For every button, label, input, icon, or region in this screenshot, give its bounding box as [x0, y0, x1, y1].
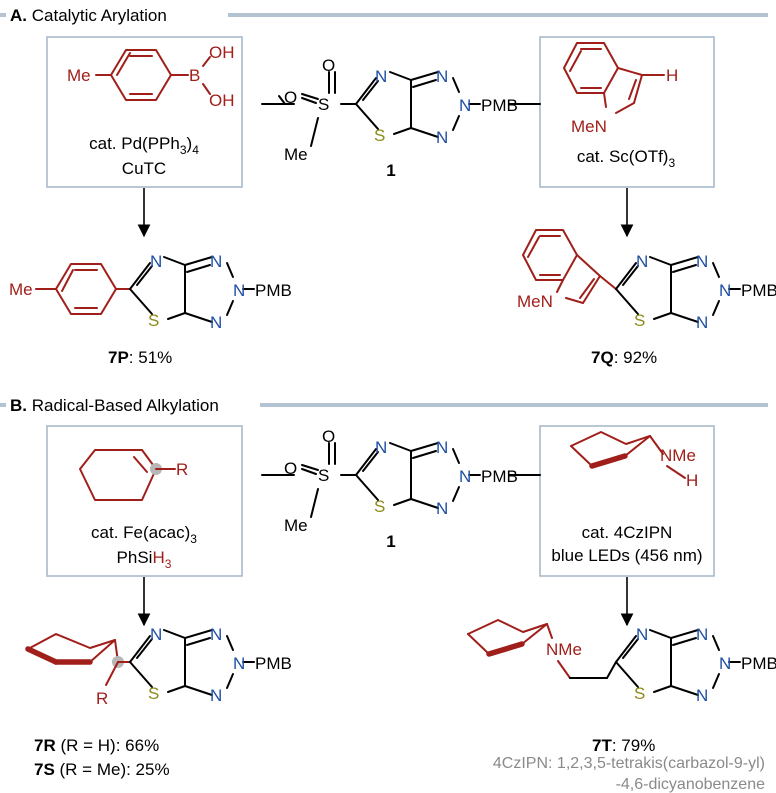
- svg-text:PMB: PMB: [255, 281, 292, 300]
- svg-text:PMB: PMB: [741, 654, 776, 673]
- svg-text:S: S: [318, 95, 329, 114]
- cyclohexene-substrate: R: [79, 449, 188, 501]
- svg-text:O: O: [322, 56, 335, 75]
- svg-text:N: N: [636, 252, 648, 271]
- svg-text:S: S: [374, 497, 385, 516]
- svg-text:R: R: [96, 689, 108, 708]
- svg-text:OH: OH: [209, 91, 235, 110]
- condition-box-arylboronic: [46, 36, 243, 188]
- condition-pd: cat. Pd(PPh3)4: [89, 134, 199, 157]
- svg-text:Me: Me: [284, 145, 308, 164]
- svg-text:S: S: [634, 684, 645, 703]
- n-methylindole: H MeN: [563, 42, 678, 136]
- svg-text:O: O: [322, 427, 335, 446]
- condition-box-alkene: [46, 425, 243, 577]
- svg-text:N: N: [436, 438, 448, 457]
- svg-text:MeN: MeN: [571, 117, 607, 136]
- condition-cutc: CuTC: [122, 159, 166, 178]
- svg-text:H: H: [686, 471, 698, 490]
- svg-text:S: S: [148, 311, 159, 330]
- svg-text:NMe: NMe: [546, 640, 582, 659]
- svg-text:S: S: [148, 684, 159, 703]
- svg-text:S: S: [318, 466, 329, 485]
- product-7q-label: 7Q: 92%: [591, 348, 657, 367]
- compound-1-label-a: 1: [386, 161, 395, 180]
- svg-text:N: N: [233, 281, 245, 300]
- svg-text:N: N: [696, 313, 708, 332]
- svg-text:N: N: [233, 654, 245, 673]
- compound-1-label-b: 1: [386, 532, 395, 551]
- svg-text:N: N: [719, 654, 731, 673]
- product-7t-structure: NMe N S N N N PMB: [467, 619, 776, 705]
- svg-text:N: N: [150, 252, 162, 271]
- svg-text:PMB: PMB: [741, 281, 776, 300]
- svg-text:N: N: [375, 67, 387, 86]
- product-7p-label: 7P: 51%: [108, 348, 172, 367]
- svg-text:Me: Me: [9, 280, 33, 299]
- section-b-header: B. Radical-Based Alkylation: [10, 396, 219, 415]
- svg-text:OH: OH: [209, 43, 235, 62]
- footnote-line-1: 4CzIPN: 1,2,3,5-tetrakis(carbazol-9-yl): [493, 755, 765, 772]
- condition-box-indole: [539, 36, 715, 188]
- svg-text:N: N: [436, 128, 448, 147]
- svg-text:N: N: [210, 625, 222, 644]
- svg-text:H: H: [666, 66, 678, 85]
- svg-text:N: N: [696, 252, 708, 271]
- footnote-line-2: -4,6-dicyanobenzene: [616, 776, 766, 793]
- svg-text:N: N: [459, 467, 471, 486]
- product-7r-structure: R N S N N N PMB: [25, 625, 292, 708]
- svg-text:N: N: [150, 625, 162, 644]
- svg-text:N: N: [210, 252, 222, 271]
- condition-4czipn: cat. 4CzIPN: [582, 523, 673, 542]
- svg-text:O: O: [284, 459, 297, 478]
- p-tolylboronic-acid: Me B OH OH: [67, 43, 235, 110]
- svg-text:B: B: [189, 66, 200, 85]
- svg-text:N: N: [210, 313, 222, 332]
- compound-1-b: O Me S O N S N N N PMB: [261, 427, 541, 535]
- svg-text:N: N: [459, 96, 471, 115]
- product-7p-structure: Me N S N N N PMB: [9, 252, 292, 332]
- svg-text:N: N: [436, 67, 448, 86]
- svg-text:MeN: MeN: [517, 292, 553, 311]
- product-7q-structure: MeN N S N N N PMB: [517, 229, 776, 332]
- svg-text:N: N: [636, 625, 648, 644]
- condition-box-amine: [539, 425, 715, 577]
- svg-text:PMB: PMB: [255, 654, 292, 673]
- svg-text:R: R: [176, 460, 188, 479]
- svg-text:N: N: [719, 281, 731, 300]
- svg-text:N: N: [696, 686, 708, 705]
- svg-text:O: O: [284, 88, 297, 107]
- product-7s-label: 7S (R = Me): 25%: [34, 760, 170, 779]
- section-a-header: A. Catalytic Arylation: [10, 6, 167, 25]
- svg-text:N: N: [375, 438, 387, 457]
- svg-text:Me: Me: [67, 66, 91, 85]
- svg-text:N: N: [696, 625, 708, 644]
- product-7t-label: 7T: 79%: [592, 736, 655, 755]
- svg-text:S: S: [374, 126, 385, 145]
- product-7r-label: 7R (R = H): 66%: [34, 736, 159, 755]
- condition-blue-leds: blue LEDs (456 nm): [551, 546, 702, 565]
- svg-text:N: N: [210, 686, 222, 705]
- svg-text:N: N: [436, 499, 448, 518]
- svg-text:Me: Me: [284, 516, 308, 535]
- svg-text:NMe: NMe: [660, 446, 696, 465]
- svg-text:PMB: PMB: [481, 96, 518, 115]
- condition-phsih3: PhSiH3: [117, 548, 172, 571]
- svg-text:S: S: [634, 311, 645, 330]
- compound-1-a: O Me S O N S N N N PMB: [261, 56, 541, 164]
- n-methylcyclohexylamine: NMe H: [570, 431, 698, 490]
- condition-fe: cat. Fe(acac)3: [91, 523, 197, 546]
- condition-sc: cat. Sc(OTf)3: [577, 147, 676, 170]
- svg-text:PMB: PMB: [481, 467, 518, 486]
